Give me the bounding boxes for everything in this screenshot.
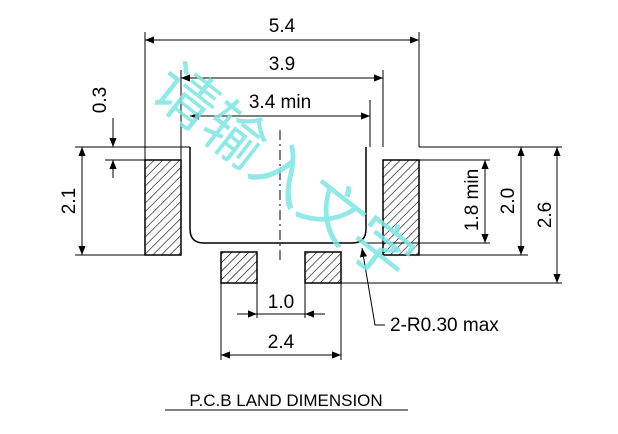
component-body-outline	[189, 147, 367, 244]
pad-small-right	[304, 251, 342, 284]
label-1-8-min: 1.8 min	[462, 169, 483, 231]
pad-small-left	[220, 251, 258, 284]
label-1-0: 1.0	[268, 292, 294, 313]
label-2-4: 2.4	[268, 332, 295, 353]
extension-lines	[75, 32, 562, 360]
pad-right-large	[382, 159, 420, 256]
label-2-0: 2.0	[498, 188, 519, 214]
leader-radius	[359, 247, 385, 326]
label-3-9: 3.9	[269, 54, 295, 75]
label-3-4-min: 3.4 min	[249, 92, 311, 113]
label-0-3: 0.3	[90, 87, 111, 113]
label-5-4: 5.4	[269, 16, 296, 37]
pad-left-large	[144, 159, 182, 256]
label-2-1: 2.1	[59, 188, 80, 214]
label-2-6: 2.6	[535, 202, 556, 228]
drawing-title: P.C.B LAND DIMENSION	[189, 391, 382, 410]
label-radius: 2-R0.30 max	[390, 315, 499, 336]
